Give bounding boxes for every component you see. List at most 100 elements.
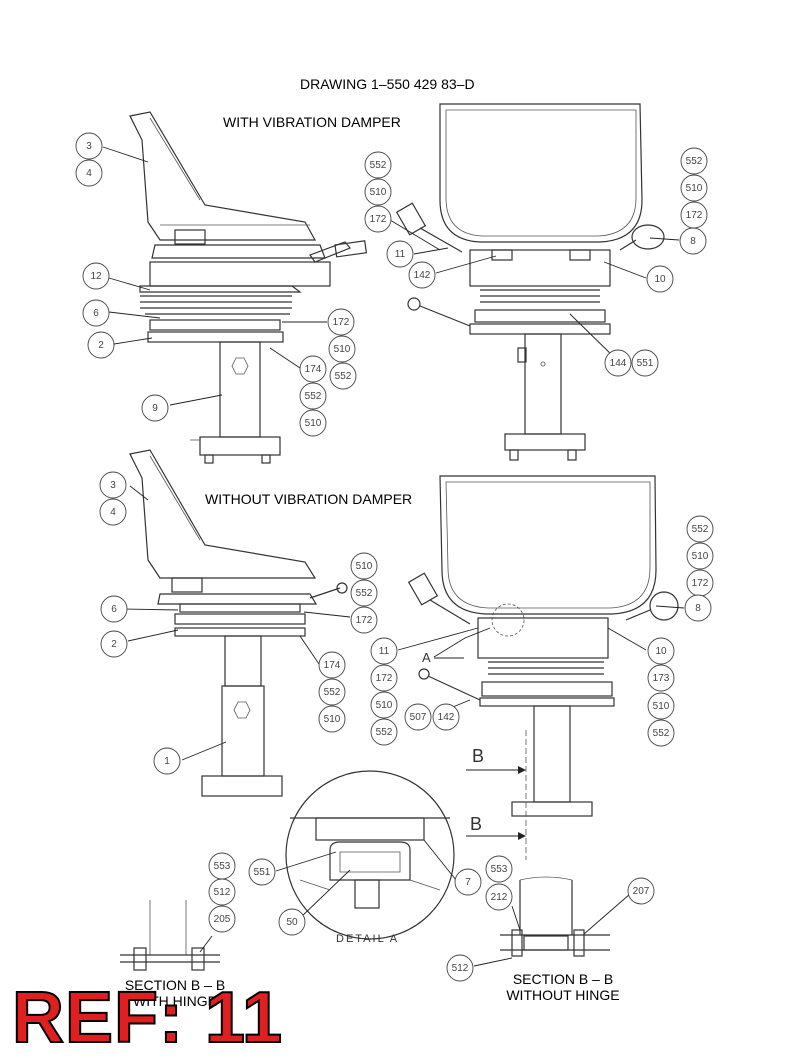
marker-b-lower: B [470, 814, 482, 834]
part-number: 553 [491, 864, 508, 875]
part-number: 510 [692, 551, 709, 562]
part-callout: 3 [99, 471, 127, 499]
part-callout: 173 [647, 664, 675, 692]
part-number: 172 [376, 673, 393, 684]
section-bb-with-hinge [120, 900, 220, 971]
part-callout: 552 [350, 579, 378, 607]
caption-without-hinge: SECTION B – B WITHOUT HINGE [490, 971, 636, 1003]
part-number: 552 [324, 687, 341, 698]
part-callout: 552 [299, 382, 327, 410]
part-callout: 552 [647, 719, 675, 747]
part-callout: 10 [647, 637, 675, 665]
part-number: 510 [653, 701, 670, 712]
part-callout: 510 [647, 692, 675, 720]
part-number: 4 [86, 168, 92, 179]
part-callout: 4 [99, 498, 127, 526]
part-callout: 4 [75, 159, 103, 187]
part-callout: 552 [329, 362, 357, 390]
part-number: 552 [335, 371, 352, 382]
part-callout: 205 [208, 905, 236, 933]
part-callout: 552 [686, 515, 714, 543]
caption-with-hinge: SECTION B – B WITH HINGE [110, 977, 240, 1009]
part-callout-bubbles: 3412629172510552174552510552510172111425… [75, 132, 714, 982]
part-number: 552 [305, 391, 322, 402]
part-number: 8 [690, 236, 696, 247]
without-damper-heading: WITHOUT VIBRATION DAMPER [205, 491, 413, 507]
part-number: 4 [110, 507, 116, 518]
part-callout: 551 [631, 349, 659, 377]
part-callout: 172 [350, 606, 378, 634]
part-callout: 551 [248, 858, 276, 886]
caption-with-hinge-line1: SECTION B – B [124, 977, 226, 993]
front-view-with-damper [395, 103, 665, 461]
part-callout: 2 [100, 630, 128, 658]
caption-with-hinge-line2: WITH HINGE [133, 993, 217, 1009]
part-callout: 510 [350, 552, 378, 580]
part-number: 510 [324, 714, 341, 725]
part-callout: 1 [153, 747, 181, 775]
part-callout: 142 [408, 261, 436, 289]
part-callout: 8 [684, 594, 712, 622]
part-number: 551 [637, 358, 654, 369]
part-number: 510 [334, 344, 351, 355]
part-callout: 552 [370, 718, 398, 746]
part-number: 2 [111, 639, 117, 650]
part-number: 553 [214, 861, 231, 872]
part-number: 142 [438, 712, 455, 723]
part-number: 7 [465, 877, 471, 888]
part-callout: 9 [141, 394, 169, 422]
part-number: 174 [305, 364, 322, 375]
detail-a-view [285, 770, 455, 940]
part-number: 10 [654, 274, 666, 285]
ref-label: REF: 11 [11, 978, 284, 1058]
part-callout: 510 [680, 174, 708, 202]
part-number: 144 [610, 358, 627, 369]
part-number: 3 [86, 141, 92, 152]
part-callout: 7 [454, 868, 482, 896]
callout-leaders [102, 146, 685, 967]
part-number: 510 [305, 418, 322, 429]
part-callout: 510 [364, 178, 392, 206]
marker-b-upper: B [472, 746, 484, 766]
part-callout: 510 [370, 691, 398, 719]
part-number: 50 [286, 917, 298, 928]
detail-a-label: DETAIL A [336, 933, 399, 945]
part-number: 510 [686, 183, 703, 194]
part-callout: 553 [485, 855, 513, 883]
part-number: 552 [370, 160, 387, 171]
part-number: 2 [98, 340, 104, 351]
part-callout: 552 [364, 151, 392, 179]
front-view-without-damper [407, 475, 679, 860]
section-b-markers [466, 766, 526, 840]
part-number: 512 [214, 887, 231, 898]
part-callout: 11 [386, 240, 414, 268]
marker-a: A [422, 650, 431, 665]
part-number: 172 [692, 578, 709, 589]
part-number: 173 [653, 673, 670, 684]
part-number: 1 [164, 756, 170, 767]
with-damper-heading: WITH VIBRATION DAMPER [223, 114, 401, 130]
part-callout: 172 [686, 569, 714, 597]
side-view-with-damper [129, 111, 368, 464]
part-number: 510 [356, 561, 373, 572]
caption-without-hinge-line2: WITHOUT HINGE [506, 987, 620, 1003]
part-callout: 512 [446, 954, 474, 982]
part-number: 552 [686, 156, 703, 167]
part-number: 207 [633, 886, 650, 897]
part-callout: 6 [100, 595, 128, 623]
part-callout: 510 [299, 409, 327, 437]
part-callout: 172 [680, 201, 708, 229]
part-callout: 512 [208, 878, 236, 906]
part-callout: 510 [686, 542, 714, 570]
part-number: 205 [214, 914, 231, 925]
part-callout: 174 [299, 355, 327, 383]
part-number: 552 [376, 727, 393, 738]
part-callout: 172 [370, 664, 398, 692]
part-number: 8 [695, 603, 701, 614]
part-callout: 552 [680, 147, 708, 175]
part-number: 552 [356, 588, 373, 599]
part-callout: 510 [328, 335, 356, 363]
part-callout: 50 [278, 908, 306, 936]
part-callout: 212 [485, 883, 513, 911]
